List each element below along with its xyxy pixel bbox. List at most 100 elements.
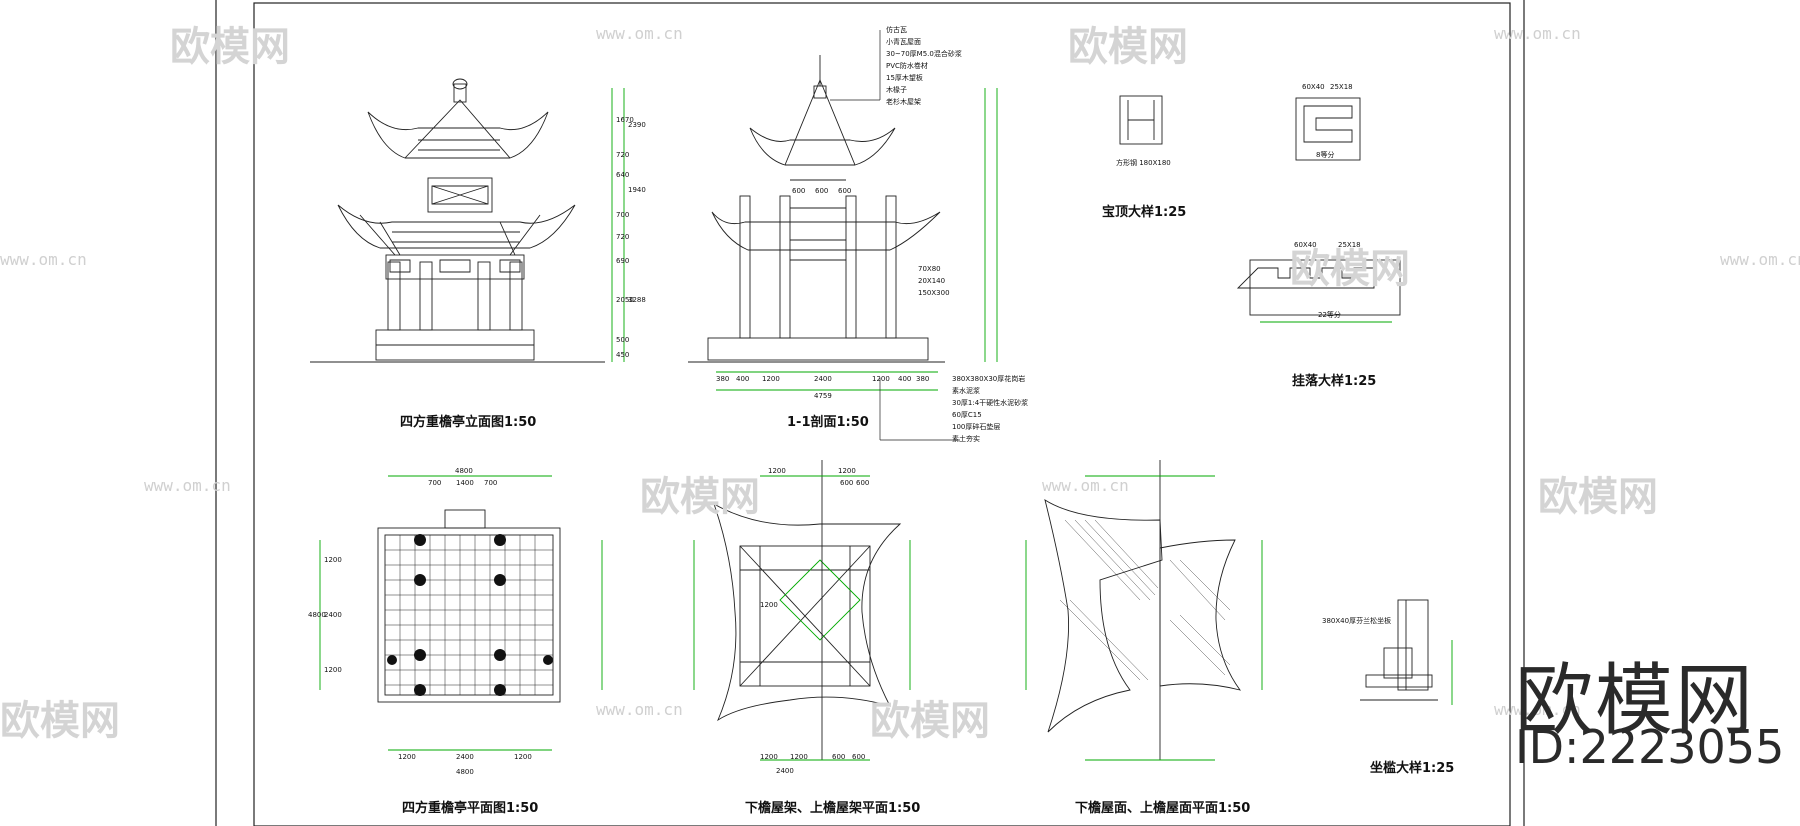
dim-label: 22等分: [1318, 311, 1341, 319]
roof-note: 30~70厚M5.0混合砂浆: [886, 50, 962, 58]
dim-label: 500: [616, 336, 630, 344]
dim-label: 400: [898, 375, 912, 383]
dim-label: 1200: [762, 375, 780, 383]
dim-label: 25X18: [1330, 83, 1353, 91]
dim-label: 1200: [324, 666, 342, 674]
plan-drawing: [319, 475, 603, 751]
dim-label: 4800: [455, 467, 473, 475]
dim-label: 700: [484, 479, 498, 487]
dim-label: 1200: [760, 753, 778, 761]
watermark-logo: 欧模网: [870, 698, 990, 744]
dim-label: 4800: [456, 768, 474, 776]
dim-label: 600: [792, 187, 806, 195]
dim-label: 600: [856, 479, 870, 487]
base-note: 100厚碎石垫层: [952, 423, 1001, 431]
dim-label: 1200: [324, 556, 342, 564]
watermark-url: www.om.cn: [1042, 476, 1129, 495]
finial-note: 方形钢 180X180: [1116, 159, 1171, 167]
dim-label: 1200: [514, 753, 532, 761]
dim-label: 1200: [760, 601, 778, 609]
elevation-title: 四方重檐亭立面图1:50: [400, 415, 537, 430]
bench-detail-drawing: [1360, 599, 1453, 705]
dim-label: 380: [716, 375, 730, 383]
dim-label: 700: [616, 211, 630, 219]
sheet-border: [215, 0, 1525, 826]
dim-label: 600: [832, 753, 846, 761]
base-note: 30厚1:4干硬性水泥砂浆: [952, 399, 1029, 407]
base-note: 素土夯实: [952, 435, 980, 443]
base-note: 素水泥浆: [952, 387, 980, 395]
bench-note: 380X40厚芬兰松坐板: [1322, 617, 1392, 625]
roof-surface-plan-title: 下檐屋面、上檐屋面平面1:50: [1075, 801, 1251, 816]
watermark-url: www.om.cn: [596, 700, 683, 719]
dim-label: 690: [616, 257, 630, 265]
dim-label: 720: [616, 233, 630, 241]
dim-label: 4759: [814, 392, 832, 400]
dim-label: 2400: [456, 753, 474, 761]
brand-id: ID:2223055: [1515, 720, 1785, 774]
dim-label: 600: [840, 479, 854, 487]
dim-label: 1200: [790, 753, 808, 761]
watermark-logo: 欧模网: [170, 24, 290, 70]
roof-note: 木椽子: [886, 86, 907, 94]
dim-label: 2400: [324, 611, 342, 619]
dim-label: 60X40: [1302, 83, 1325, 91]
dim-label: 1200: [872, 375, 890, 383]
dim-label: 20X140: [918, 277, 946, 285]
fascia-detail-drawing: [1236, 97, 1401, 323]
dim-label: 1940: [628, 186, 646, 194]
dim-label: 450: [616, 351, 630, 359]
section-title: 1-1剖面1:50: [787, 415, 869, 430]
dim-label: 720: [616, 151, 630, 159]
roof-frame-plan-title: 下檐屋架、上檐屋架平面1:50: [745, 801, 921, 816]
watermark-url: www.om.cn: [596, 24, 683, 43]
dim-label: 600: [852, 753, 866, 761]
watermark-url: www.om.cn: [0, 250, 87, 269]
watermark-url: www.om.cn: [144, 476, 231, 495]
dim-label: 600: [838, 187, 852, 195]
dim-label: 380: [916, 375, 930, 383]
dim-label: 1200: [398, 753, 416, 761]
base-note: 380X380X30厚花岗岩: [952, 375, 1026, 383]
dim-label: 4800: [308, 611, 326, 619]
finial-detail-title: 宝顶大样1:25: [1102, 205, 1187, 220]
roof-surface-plan-drawing: [1025, 460, 1263, 761]
watermark-url: www.om.cn: [1494, 700, 1581, 719]
dim-label: 1200: [768, 467, 786, 475]
watermark-logo: 欧模网: [1290, 246, 1410, 292]
finial-detail-drawing: [1119, 95, 1163, 145]
dim-label: 1670: [616, 116, 634, 124]
dim-label: 2400: [776, 767, 794, 775]
dim-label: 60X40: [1294, 241, 1317, 249]
dim-label: 2400: [814, 375, 832, 383]
annotation-leaders: [830, 30, 960, 441]
roof-note: 老杉木屋架: [886, 98, 921, 106]
dim-label: 700: [428, 479, 442, 487]
brand-logo-text: 欧模网: [1515, 656, 1756, 746]
section-drawing: [688, 55, 998, 391]
dim-label: 600: [815, 187, 829, 195]
fascia-detail-title: 挂落大样1:25: [1292, 374, 1377, 389]
elevation-drawing: [310, 78, 625, 363]
watermark-logo: 欧模网: [1068, 24, 1188, 70]
watermark-logo: 欧模网: [640, 474, 760, 520]
plan-title: 四方重檐亭平面图1:50: [402, 801, 539, 816]
watermark-url: www.om.cn: [1494, 24, 1581, 43]
watermark-logo: 欧模网: [1538, 474, 1658, 520]
dim-label: 640: [616, 171, 630, 179]
dim-label: 1200: [838, 467, 856, 475]
dim-label: 70X80: [918, 265, 941, 273]
roof-note: 仿古瓦: [886, 26, 907, 34]
bench-detail-title: 坐槛大样1:25: [1370, 761, 1455, 776]
dim-label: 2390: [628, 121, 646, 129]
dim-label: 25X18: [1338, 241, 1361, 249]
watermark-logo: 欧模网: [0, 698, 120, 744]
dim-label: 1400: [456, 479, 474, 487]
dim-label: 3288: [628, 296, 646, 304]
dim-label: 2050: [616, 296, 634, 304]
roof-note: 15厚木望板: [886, 74, 923, 82]
watermark-url: www.om.cn: [1720, 250, 1800, 269]
dim-label: 400: [736, 375, 750, 383]
roof-frame-plan-drawing: [693, 460, 911, 761]
